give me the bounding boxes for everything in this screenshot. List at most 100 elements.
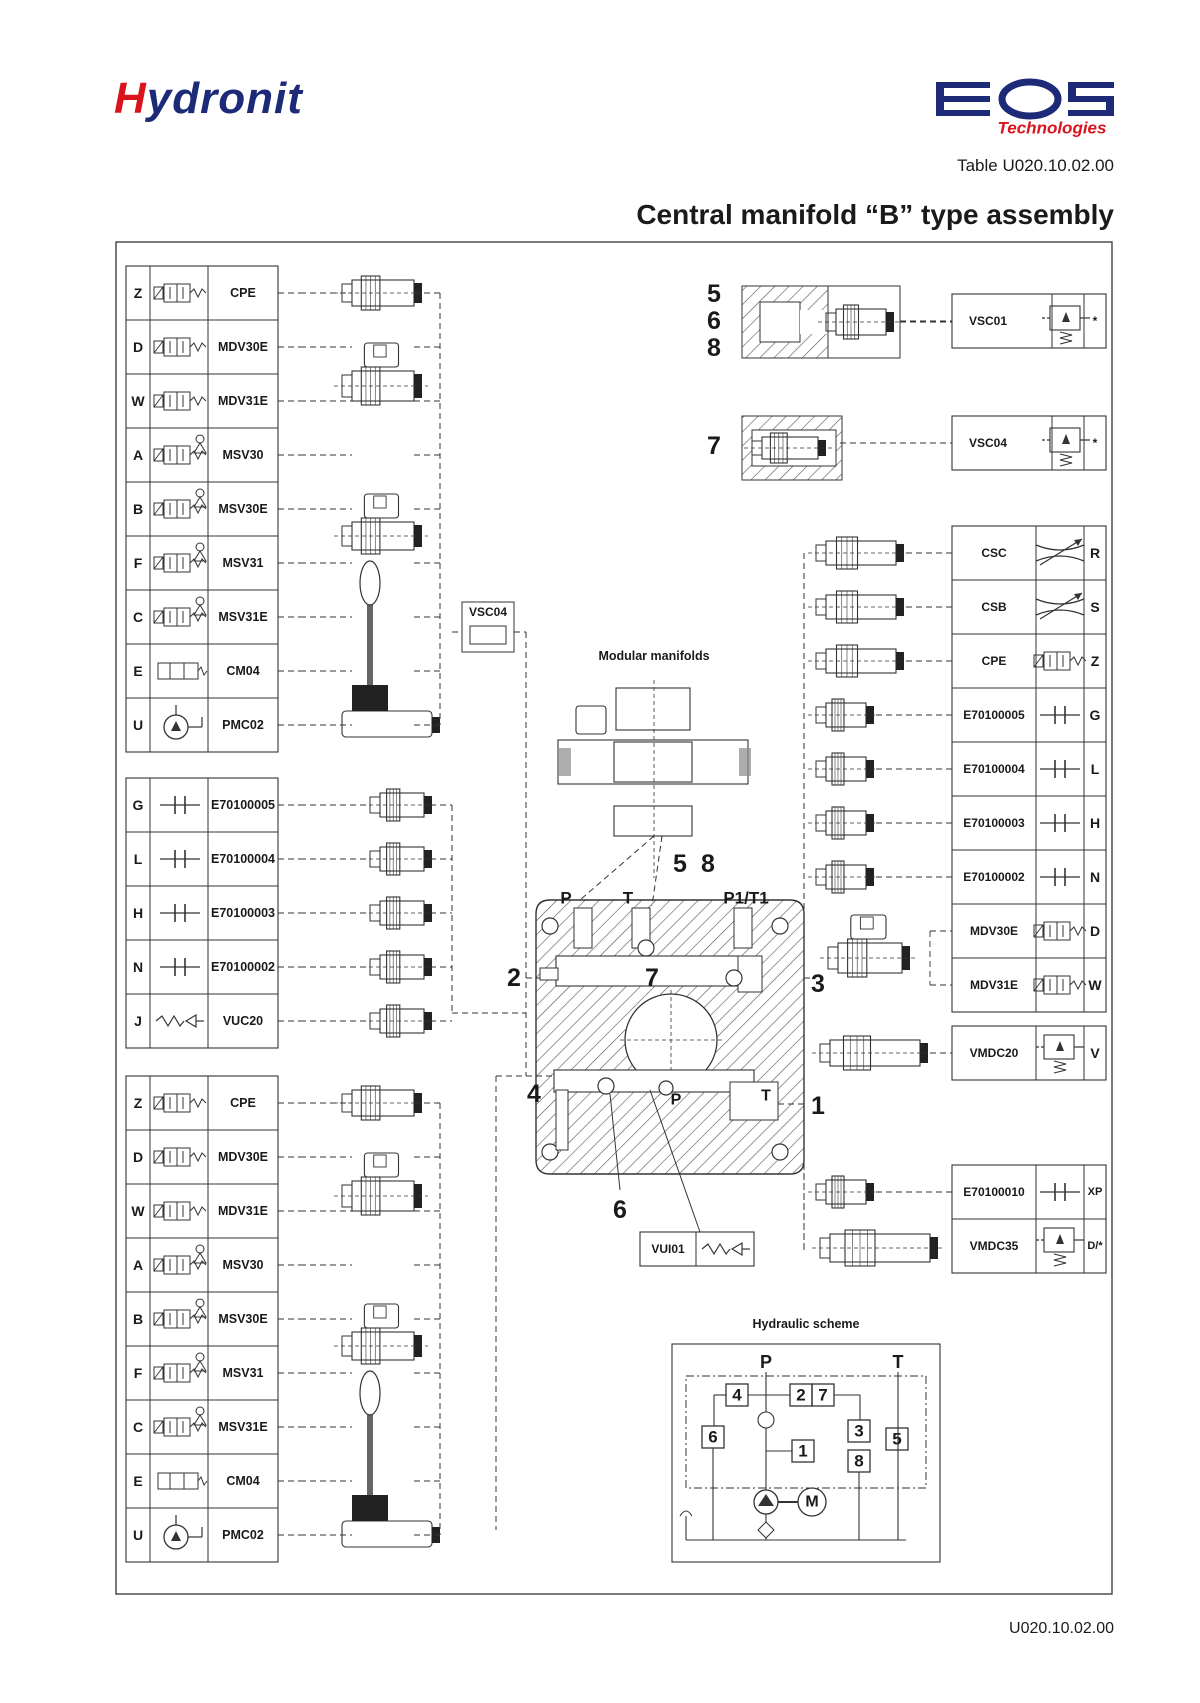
coil — [153, 1420, 164, 1434]
port-label: T — [761, 1088, 771, 1105]
solenoid-check-symbol-icon — [153, 596, 207, 627]
port-letter: E — [133, 1473, 142, 1489]
solenoid-check-symbol-icon — [153, 1406, 207, 1437]
spring — [1053, 1253, 1067, 1267]
adjust-arrow — [1039, 538, 1083, 566]
orifice — [1035, 598, 1085, 605]
vsc04-cartridge — [469, 625, 507, 645]
solenoid-poppet-symbol-icon — [153, 1093, 207, 1113]
valve-code: MDV31E — [970, 978, 1018, 992]
pump-arrow — [758, 1494, 774, 1506]
scheme-box-frame — [847, 1419, 871, 1443]
check-valve-symbol-icon — [701, 1241, 750, 1257]
callout-leader — [609, 1093, 621, 1191]
scheme-box-number: 4 — [732, 1386, 742, 1405]
valve-code: CPE — [230, 1096, 256, 1110]
check-ball-icon — [757, 1411, 775, 1429]
hand — [157, 662, 171, 680]
port-letter: L — [1091, 761, 1100, 777]
port-letter: R — [1090, 545, 1100, 561]
coil — [1033, 924, 1044, 938]
plug-cartridge — [362, 896, 438, 930]
cavity-6 — [597, 1077, 615, 1095]
coil-diag — [153, 286, 164, 300]
valve-code: CM04 — [226, 664, 259, 678]
port-letter: H — [133, 905, 143, 921]
eos-o — [998, 78, 1062, 120]
solenoid-3way-symbol-icon — [153, 391, 207, 411]
valve-cell — [183, 1472, 199, 1490]
port-letter: G — [133, 797, 144, 813]
coil-diag — [153, 1258, 164, 1272]
eos-bar — [1068, 82, 1076, 100]
check-valve-symbol-icon — [155, 1013, 204, 1029]
port-letter: A — [133, 1257, 143, 1273]
mount-hole — [771, 917, 789, 935]
motor-label: M — [805, 1494, 818, 1511]
port-2 — [539, 967, 559, 981]
leader-line — [651, 835, 663, 907]
spring — [197, 1475, 208, 1487]
plug-symbol-icon — [160, 904, 200, 922]
check-ball — [195, 1244, 205, 1254]
port-letter: N — [133, 959, 143, 975]
tank-icon — [679, 1510, 693, 1517]
vmdc35-cartridge — [812, 1229, 944, 1267]
valve-code: E70100004 — [963, 762, 1025, 776]
check — [193, 496, 207, 508]
plug-cartridge — [362, 842, 438, 876]
footer-doc-number: U020.10.02.00 — [1009, 1620, 1114, 1637]
thread — [866, 1183, 874, 1201]
scheme-box-number: 3 — [854, 1422, 863, 1441]
spring — [189, 288, 207, 299]
coil — [153, 556, 164, 570]
scheme-box: 1 — [791, 1439, 815, 1463]
port-letter: U — [133, 717, 143, 733]
port-letter: G — [1090, 707, 1101, 723]
solenoid-check-symbol-icon — [153, 1352, 207, 1383]
callout-number: 8 — [707, 334, 721, 362]
valve-arrow — [1056, 1041, 1064, 1051]
hand — [157, 1472, 171, 1490]
coil-diag — [153, 610, 164, 624]
connector — [373, 1154, 387, 1168]
port-letter: Z — [134, 285, 143, 301]
valve-code: E70100010 — [963, 1185, 1025, 1199]
plug-symbol-icon — [160, 850, 200, 868]
vsc-row: VSC01* — [840, 293, 1107, 349]
port-letter: D — [133, 339, 143, 355]
arrowhead — [1074, 539, 1082, 546]
port-letter: S — [1090, 599, 1099, 615]
cavity-p — [658, 1080, 674, 1096]
page-title: Central manifold “B” type assembly — [636, 199, 1114, 230]
coil — [153, 448, 164, 462]
passage — [729, 1081, 779, 1121]
eos-bar — [936, 96, 990, 102]
spring — [189, 558, 207, 569]
pump-handle — [359, 1370, 381, 1416]
hydronit-logo: Hydronit — [114, 74, 303, 123]
solenoid-check-symbol-icon — [153, 1244, 207, 1275]
plug-symbol-icon — [1040, 760, 1080, 778]
port-letter: J — [134, 1013, 142, 1029]
eos-bar — [1068, 110, 1114, 116]
valve-code: MSV31E — [218, 610, 267, 624]
port-letter: V — [1090, 1045, 1100, 1061]
solenoid-coil — [363, 1303, 400, 1329]
modular-title: Modular manifolds — [598, 649, 709, 663]
valve-code: PMC02 — [222, 1528, 264, 1542]
port-letter: W — [131, 1203, 145, 1219]
mount-hole — [771, 1143, 789, 1161]
right-cartridge — [808, 644, 910, 678]
leader-line — [579, 835, 655, 901]
